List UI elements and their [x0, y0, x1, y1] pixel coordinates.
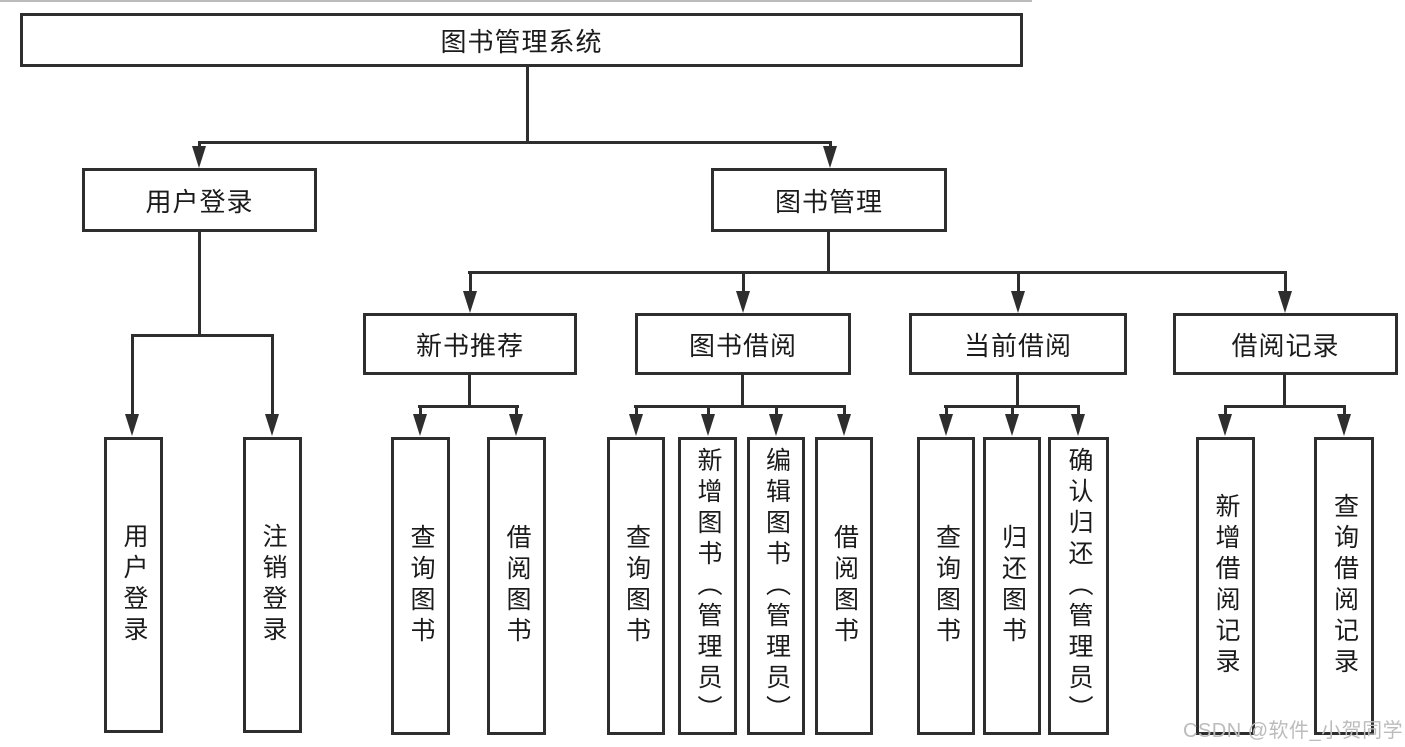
leaf-current-confirm-return-admin: 确认归还（管理员） — [1048, 437, 1109, 735]
leaf-recommend-borrow-book-label: 借阅图书 — [503, 524, 531, 648]
arrowhead-down-icon — [509, 414, 523, 436]
connector-arrow-recommend-borrow-book — [509, 406, 523, 436]
leaf-borrow-edit-book-admin-label: 编辑图书（管理员） — [762, 446, 791, 726]
arrowhead-down-icon — [939, 414, 953, 436]
connector-book-management-stem — [827, 232, 830, 273]
connector-new-book-recommend-bus — [418, 405, 519, 408]
watermark: CSDN @软件_小贺同学 — [1183, 720, 1404, 742]
leaf-borrow-query-book-label: 查询图书 — [622, 524, 651, 648]
arrowhead-down-icon — [463, 291, 477, 313]
arrowhead-down-icon — [1005, 414, 1019, 436]
node-new-book-recommend-label: 新书推荐 — [415, 330, 524, 361]
connector-arrow-records-add-record — [1218, 406, 1232, 436]
connector-arrow-user-login — [192, 141, 206, 168]
leaf-logout-label: 注销登录 — [259, 523, 287, 647]
leaf-current-query-book-label: 查询图书 — [932, 524, 961, 648]
leaf-records-query-record: 查询借阅记录 — [1314, 437, 1374, 735]
connector-arrow-book-management — [823, 141, 837, 168]
arrowhead-down-icon — [265, 414, 279, 436]
leaf-borrow-borrow-book: 借阅图书 — [815, 437, 873, 735]
connector-arrow-leaf-user-login — [125, 334, 139, 436]
leaf-borrow-edit-book-admin: 编辑图书（管理员） — [747, 437, 805, 735]
connector-arrow-borrow-borrow-book — [837, 406, 851, 436]
connector-borrow-records-bus — [1224, 405, 1346, 408]
node-borrow-records: 借阅记录 — [1173, 313, 1398, 375]
connector-arrow-recommend-query-book — [413, 406, 427, 436]
node-root-label: 图书管理系统 — [440, 26, 603, 57]
connector-user-login-bus — [131, 334, 274, 337]
leaf-records-add-record: 新增借阅记录 — [1196, 437, 1255, 735]
connector-arrow-records-query-record — [1337, 406, 1351, 436]
leaf-borrow-add-book-admin: 新增图书（管理员） — [678, 437, 737, 735]
leaf-user-login: 用户登录 — [104, 437, 163, 733]
leaf-recommend-borrow-book: 借阅图书 — [487, 437, 546, 735]
arrowhead-down-icon — [1218, 414, 1232, 436]
arrowhead-down-icon — [823, 146, 837, 168]
connector-new-book-recommend-stem — [468, 375, 471, 407]
connector-book-borrow-stem — [741, 375, 744, 407]
arrowhead-down-icon — [1071, 414, 1085, 436]
top-edge-line — [0, 0, 1032, 2]
connector-arrow-borrow-add-book — [701, 406, 715, 436]
node-current-borrow-label: 当前借阅 — [963, 330, 1072, 361]
leaf-borrow-borrow-book-label: 借阅图书 — [830, 524, 859, 648]
arrowhead-down-icon — [769, 414, 783, 436]
node-book-management: 图书管理 — [711, 168, 947, 232]
arrowhead-down-icon — [413, 414, 427, 436]
leaf-current-query-book: 查询图书 — [917, 437, 975, 735]
arrowhead-down-icon — [1337, 414, 1351, 436]
connector-arrow-borrow-records — [1278, 271, 1292, 313]
node-book-management-label: 图书管理 — [774, 186, 883, 217]
connector-borrow-records-stem — [1283, 375, 1286, 407]
connector-arrow-borrow-edit-book — [769, 406, 783, 436]
arrowhead-down-icon — [701, 414, 715, 436]
connector-arrow-new-book-recommend — [463, 271, 477, 313]
connector-arrow-borrow-query-book — [629, 406, 643, 436]
leaf-logout: 注销登录 — [243, 437, 302, 733]
leaf-recommend-query-book-label: 查询图书 — [407, 524, 435, 648]
node-current-borrow: 当前借阅 — [909, 313, 1127, 375]
connector-user-login-stem — [198, 232, 201, 334]
connector-arrow-current-return-book — [1005, 406, 1019, 436]
arrowhead-down-icon — [629, 414, 643, 436]
connector-arrow-current-borrow — [1011, 271, 1025, 313]
leaf-borrow-add-book-admin-label: 新增图书（管理员） — [694, 446, 722, 726]
connector-book-management-bus — [468, 271, 1287, 274]
node-user-login-label: 用户登录 — [145, 186, 254, 217]
leaf-current-return-book-label: 归还图书 — [998, 524, 1027, 648]
arrowhead-down-icon — [192, 146, 206, 168]
leaf-user-login-label: 用户登录 — [120, 523, 148, 647]
node-new-book-recommend: 新书推荐 — [363, 313, 577, 375]
node-user-login: 用户登录 — [82, 168, 317, 232]
connector-arrow-book-borrow — [736, 271, 750, 313]
arrowhead-down-icon — [837, 414, 851, 436]
node-root: 图书管理系统 — [20, 13, 1023, 67]
node-book-borrow: 图书借阅 — [635, 313, 851, 375]
leaf-borrow-query-book: 查询图书 — [607, 437, 665, 735]
arrowhead-down-icon — [1011, 291, 1025, 313]
connector-arrow-current-confirm-return — [1071, 406, 1085, 436]
leaf-recommend-query-book: 查询图书 — [391, 437, 450, 735]
node-book-borrow-label: 图书借阅 — [688, 330, 797, 361]
arrowhead-down-icon — [1278, 291, 1292, 313]
node-borrow-records-label: 借阅记录 — [1231, 330, 1340, 361]
leaf-records-query-record-label: 查询借阅记录 — [1330, 493, 1359, 679]
leaf-current-confirm-return-admin-label: 确认归还（管理员） — [1065, 446, 1093, 726]
connector-root-stem — [526, 67, 529, 141]
connector-arrow-current-query-book — [939, 406, 953, 436]
leaf-records-add-record-label: 新增借阅记录 — [1212, 493, 1240, 679]
arrowhead-down-icon — [736, 291, 750, 313]
connector-root-bus — [198, 141, 832, 144]
arrowhead-down-icon — [125, 414, 139, 436]
leaf-current-return-book: 归还图书 — [983, 437, 1041, 735]
connector-current-borrow-stem — [1016, 375, 1019, 407]
connector-arrow-leaf-logout — [265, 334, 279, 436]
connector-book-borrow-bus — [634, 405, 846, 408]
